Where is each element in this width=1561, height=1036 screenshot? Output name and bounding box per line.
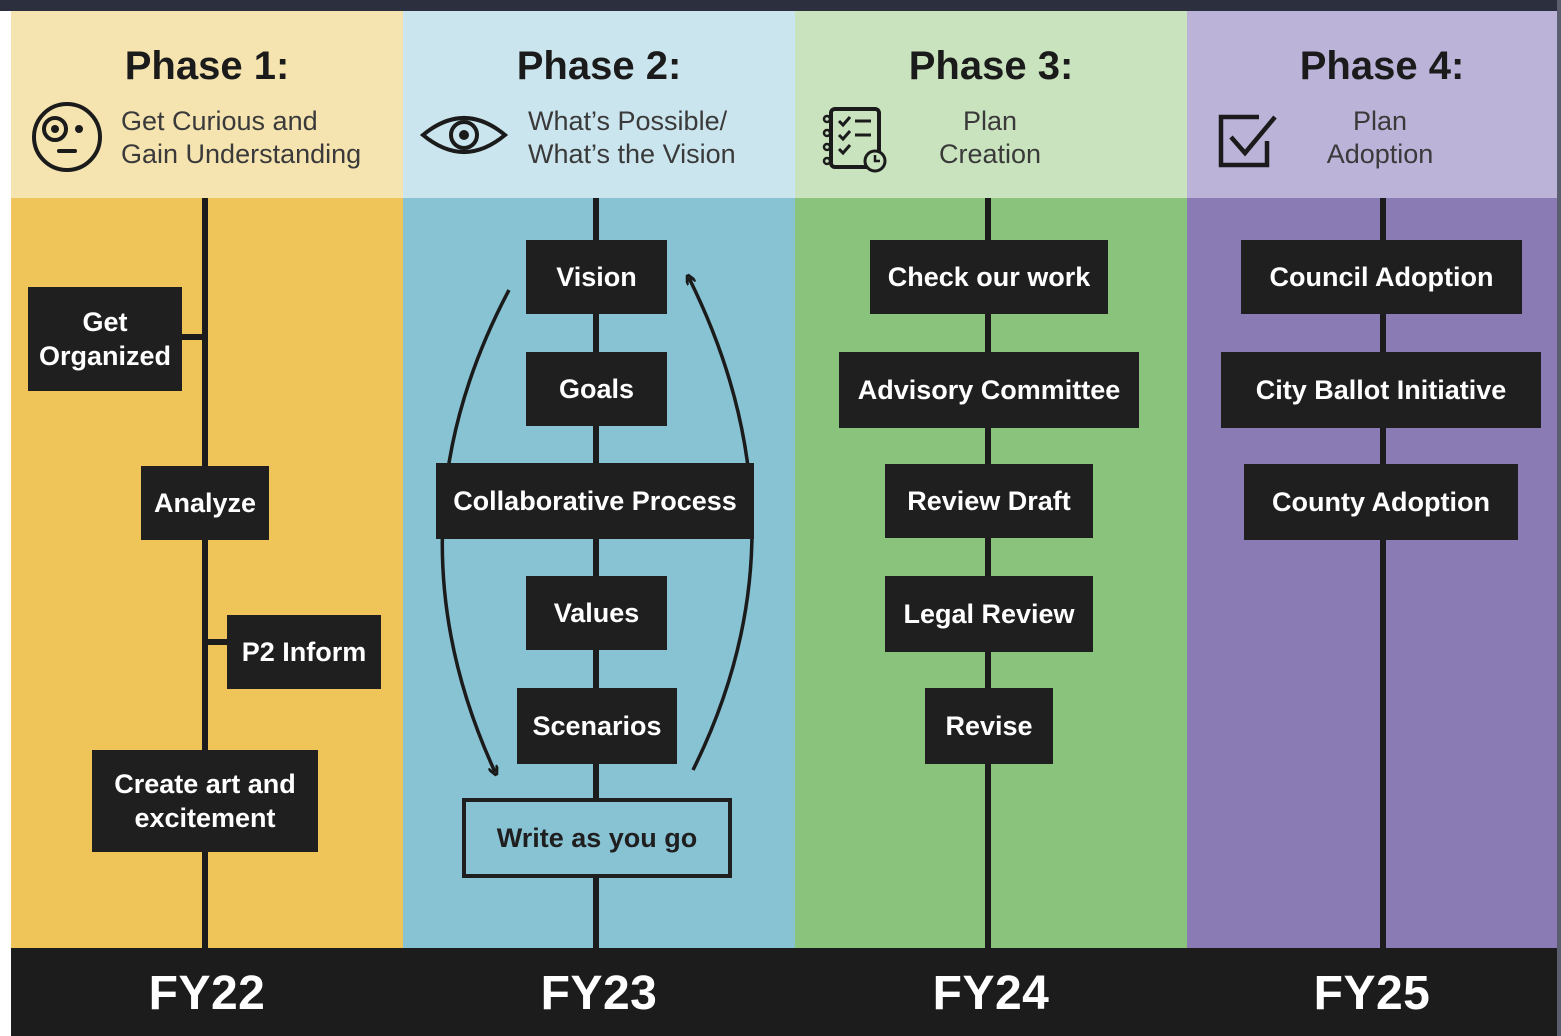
phase-2-column: Phase 2: What’s Possible/ What’s the Vis…	[403, 11, 795, 1036]
step-goals: Goals	[526, 352, 667, 426]
phase-4-year-bar: FY25	[1187, 948, 1557, 1036]
step-revise: Revise	[925, 688, 1053, 764]
phase-4-column: Phase 4: Plan Adoption Council Adoption …	[1187, 11, 1557, 1036]
phase-1-column: Phase 1: Get Curious and Gain Understand…	[11, 11, 403, 1036]
step-p2-inform: P2 Inform	[227, 615, 381, 689]
phase-3-subtitle: Plan Creation	[938, 106, 1042, 169]
phase-3-year-bar: FY24	[795, 948, 1187, 1036]
right-border	[1557, 0, 1561, 1036]
phase-2-timeline	[593, 198, 599, 948]
eye-icon	[419, 116, 509, 154]
phase-1-body: Get Organized Analyze P2 Inform Create a…	[11, 198, 403, 948]
phase-1-year-bar: FY22	[11, 948, 403, 1036]
step-legal-review: Legal Review	[885, 576, 1093, 652]
phase-4-subtitle: Plan Adoption	[1326, 106, 1434, 169]
step-collaborative-process: Collaborative Process	[436, 463, 754, 539]
phase-2-header: Phase 2: What’s Possible/ What’s the Vis…	[403, 11, 795, 198]
phase-4-header: Phase 4: Plan Adoption	[1187, 11, 1557, 198]
phase-1-subtitle: Get Curious and Gain Understanding	[121, 106, 362, 169]
step-review-draft: Review Draft	[885, 464, 1093, 538]
phase-4-body: Council Adoption City Ballot Initiative …	[1187, 198, 1557, 948]
curious-face-icon	[32, 102, 102, 172]
step-city-ballot-initiative: City Ballot Initiative	[1221, 352, 1541, 428]
phase-2-subtitle: What’s Possible/ What’s the Vision	[528, 106, 736, 169]
phase-2-year: FY23	[540, 967, 658, 1020]
phase-1-year: FY22	[148, 967, 266, 1020]
step-get-organized: Get Organized	[28, 287, 182, 391]
phase-1-timeline	[202, 198, 208, 948]
phase-3-title: Phase 3:	[908, 44, 1074, 88]
step-county-adoption: County Adoption	[1244, 464, 1518, 540]
phase-3-year: FY24	[932, 967, 1050, 1020]
phase-4-timeline	[1380, 198, 1386, 948]
step-council-adoption: Council Adoption	[1241, 240, 1522, 314]
step-analyze: Analyze	[141, 466, 269, 540]
step-check-our-work: Check our work	[870, 240, 1108, 314]
top-border	[0, 0, 1561, 11]
step-vision: Vision	[526, 240, 667, 314]
step-advisory-committee: Advisory Committee	[839, 352, 1139, 428]
phase-4-title: Phase 4:	[1299, 44, 1465, 88]
connector	[181, 334, 205, 340]
phase-3-timeline	[985, 198, 991, 948]
step-values: Values	[526, 576, 667, 650]
phase-1-title: Phase 1:	[124, 44, 290, 88]
phase-2-year-bar: FY23	[403, 948, 795, 1036]
step-write-as-you-go: Write as you go	[462, 798, 732, 878]
phase-3-column: Phase 3: Plan Creation Check our work Ad…	[795, 11, 1187, 1036]
step-create-art: Create art and excitement	[92, 750, 318, 852]
step-scenarios: Scenarios	[517, 688, 677, 764]
phase-3-header: Phase 3: Plan Creation	[795, 11, 1187, 198]
connector	[205, 639, 229, 645]
phase-2-title: Phase 2:	[516, 44, 682, 88]
phase-2-body: Vision Goals Collaborative Process Value…	[403, 198, 795, 948]
checklist-icon	[822, 107, 887, 173]
checkbox-icon	[1218, 114, 1277, 168]
phase-4-year: FY25	[1313, 967, 1431, 1020]
phase-3-body: Check our work Advisory Committee Review…	[795, 198, 1187, 948]
phase-1-header: Phase 1: Get Curious and Gain Understand…	[11, 11, 403, 198]
